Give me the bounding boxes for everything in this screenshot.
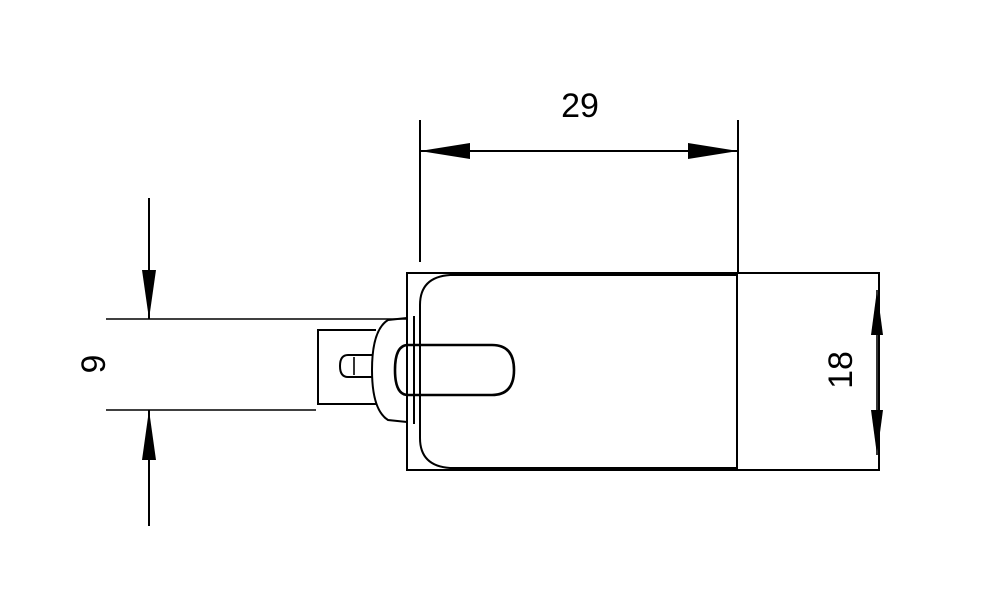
- dimension-height: 18: [822, 290, 883, 455]
- pin-label: 9: [75, 355, 113, 374]
- dimension-pin: 9: [75, 198, 407, 526]
- component-body: [406, 272, 880, 471]
- terminal-housing: [317, 329, 376, 405]
- actuator: [317, 316, 516, 424]
- body-outline: [406, 272, 880, 471]
- arrowhead-pin-bottom: [142, 410, 156, 460]
- height-label: 18: [822, 351, 860, 389]
- arrowhead-left: [420, 143, 470, 159]
- arrowhead-pin-top: [142, 270, 156, 319]
- body-front-contour: [419, 274, 737, 469]
- plunger-rod: [393, 343, 516, 397]
- arrowhead-right: [688, 143, 738, 159]
- arrowhead-top: [871, 290, 883, 335]
- width-label: 29: [561, 87, 599, 125]
- dimension-width: 29: [419, 87, 739, 273]
- arrowhead-bottom: [871, 410, 883, 455]
- collar: [370, 317, 408, 423]
- terminal-blade: [338, 354, 372, 378]
